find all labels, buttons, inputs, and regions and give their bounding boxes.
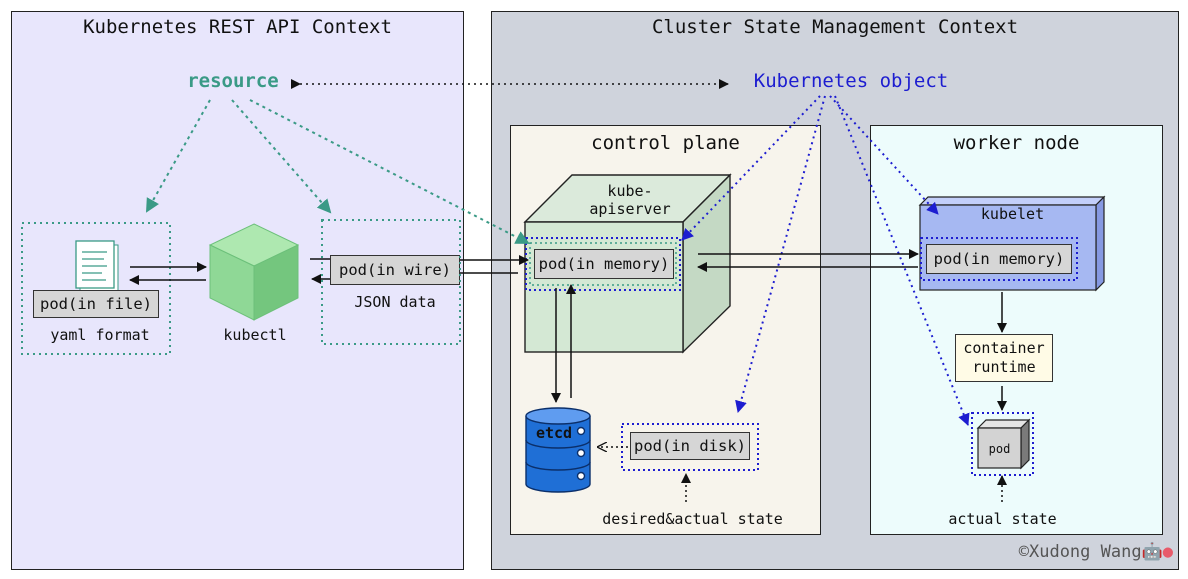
kube-apiserver-label-line2: apiserver: [589, 200, 671, 218]
json-data-label: JSON data: [354, 293, 436, 311]
container-runtime-box: container runtime: [955, 334, 1053, 382]
balloon-icon: ●: [1162, 542, 1173, 562]
kubernetes-object-label: Kubernetes object: [753, 70, 949, 92]
container-runtime-line1: container: [963, 339, 1045, 357]
rest-api-context-title: Kubernetes REST API Context: [83, 16, 392, 38]
pod-in-file-box: pod(in file): [33, 290, 159, 318]
actual-state-label: actual state: [948, 510, 1057, 528]
container-runtime-line2: runtime: [972, 358, 1036, 376]
pod-label: pod: [988, 442, 1011, 456]
kubelet-label: kubelet: [980, 205, 1045, 223]
kube-apiserver-label-line1: kube-: [607, 182, 653, 200]
etcd-label: etcd: [535, 424, 573, 442]
yaml-format-label: yaml format: [50, 326, 150, 344]
resource-label: resource: [187, 70, 279, 92]
robot-icon: 🤖: [1141, 542, 1163, 562]
credit-label: ©Xudong Wang🤖●: [988, 542, 1173, 562]
kubectl-label: kubectl: [223, 326, 287, 344]
credit-text: ©Xudong Wang: [1018, 542, 1142, 562]
kubelet-pod-in-memory-box: pod(in memory): [926, 244, 1072, 274]
worker-node-title: worker node: [953, 132, 1080, 154]
pod-in-wire-box: pod(in wire): [330, 255, 460, 285]
pod-in-disk-box: pod(in disk): [630, 432, 750, 460]
cluster-state-context-title: Cluster State Management Context: [651, 16, 1019, 38]
apiserver-pod-in-memory-box: pod(in memory): [534, 249, 674, 279]
desired-actual-state-label: desired&actual state: [602, 510, 783, 528]
control-plane-title: control plane: [591, 132, 740, 154]
worker-node-panel: [870, 125, 1163, 535]
